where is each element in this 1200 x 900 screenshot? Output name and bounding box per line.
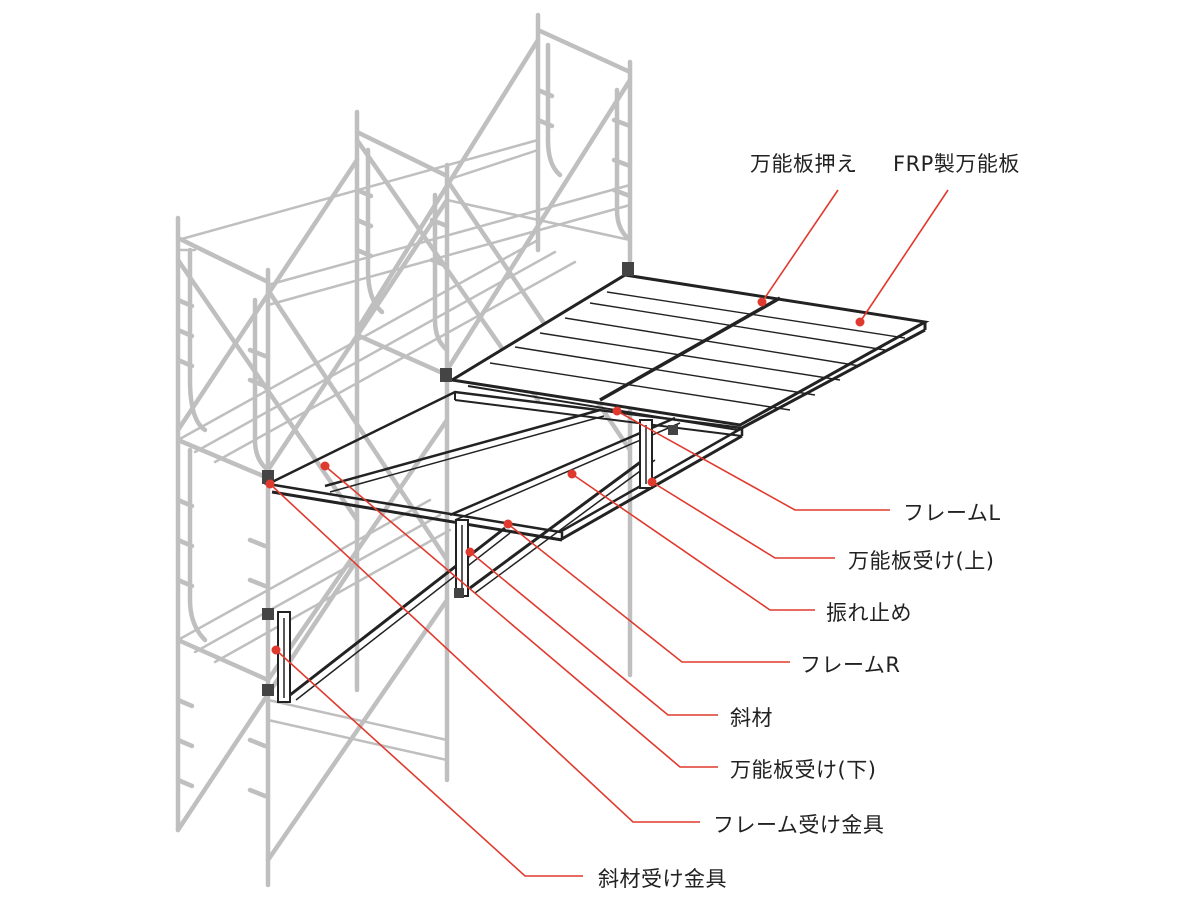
label-diagonal-receiver-fitting: 斜材受け金具: [598, 867, 727, 891]
leader-dot: [647, 477, 657, 487]
label-universal-board-clamp: 万能板押え: [750, 152, 858, 176]
leader-dot: [271, 645, 281, 655]
leader-dot: [612, 406, 622, 416]
leader-r-4: [507, 523, 790, 663]
leader-dot: [320, 461, 330, 471]
leader-dot: [757, 297, 767, 307]
label-frp-universal-board: FRP製万能板: [893, 152, 1020, 176]
leader-tl-1: [761, 189, 839, 303]
leader-dot: [465, 547, 475, 557]
leader-r-1: [616, 410, 890, 511]
leader-r-6: [324, 465, 718, 768]
label-diagonal: 斜材: [730, 706, 773, 730]
label-board-support-upper: 万能板受け(上): [848, 549, 995, 573]
leader-dot: [265, 479, 275, 489]
leader-r-7: [269, 483, 700, 823]
label-board-support-lower: 万能板受け(下): [730, 758, 877, 782]
leader-r-5: [469, 551, 718, 716]
leader-lines: [269, 189, 949, 877]
label-frame-r: フレームR: [800, 653, 901, 677]
scaffold-frames: [175, 12, 633, 888]
leader-tl-2: [859, 189, 949, 323]
leader-dot: [855, 317, 865, 327]
leader-r-3: [571, 473, 815, 611]
label-sway-brace: 振れ止め: [826, 601, 912, 625]
label-frame-l: フレームL: [903, 501, 1001, 525]
leader-dot: [503, 519, 513, 529]
label-frame-receiver-fitting: フレーム受け金具: [713, 813, 885, 837]
leader-dot: [567, 469, 577, 479]
leader-dots: [265, 297, 865, 655]
leader-r-2: [651, 481, 835, 559]
leader-r-8: [275, 649, 583, 877]
